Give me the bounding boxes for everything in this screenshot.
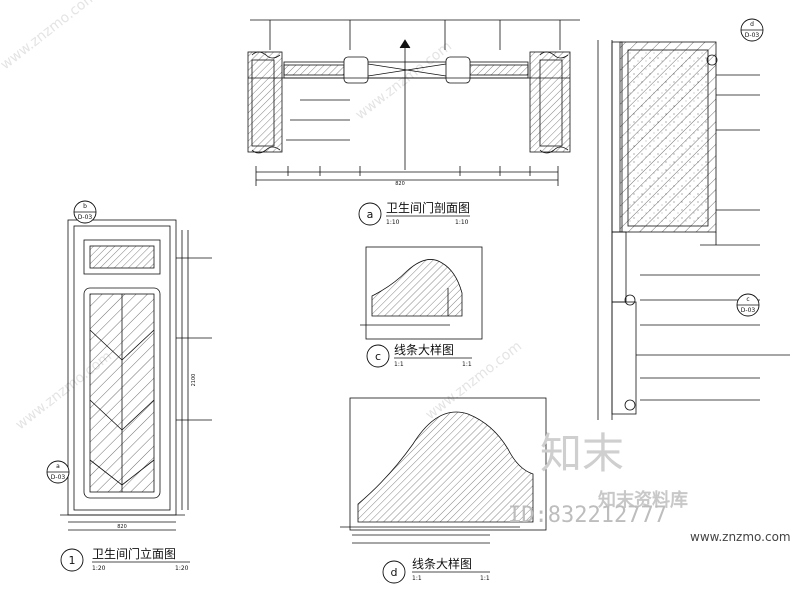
title-a-id: a <box>367 208 374 221</box>
title-c-id: c <box>375 350 381 363</box>
title-c-scale-right: 1:1 <box>462 361 472 368</box>
detail-view-d <box>340 397 547 544</box>
vertical-section-right <box>597 40 790 420</box>
callout-a-letter: a <box>56 463 60 470</box>
callout-c-letter: c <box>746 296 749 303</box>
title-d-text: 线条大样图 <box>412 556 472 571</box>
title-c-text: 线条大样图 <box>394 342 454 357</box>
callout-c-sheet: D-03 <box>741 307 756 314</box>
title-block-c: c 线条大样图 1:1 1:1 <box>366 342 472 368</box>
title-a-scale-left: 1:10 <box>386 219 400 226</box>
title-1-text: 卫生间门立面图 <box>92 546 176 561</box>
title-1-scale-left: 1:20 <box>92 565 106 572</box>
detail-view-c <box>360 246 483 340</box>
faint-watermark-1: www.znzmo.com <box>0 0 100 73</box>
callout-b-sheet: D-03 <box>78 214 93 221</box>
callout-c: c D-03 <box>736 293 760 317</box>
section-view-a <box>247 19 580 186</box>
title-d-scale-left: 1:1 <box>412 575 422 582</box>
title-a-text: 卫生间门剖面图 <box>386 200 470 215</box>
title-block-a: a 卫生间门剖面图 1:10 1:10 <box>358 200 470 226</box>
callout-a-sheet: D-03 <box>51 474 66 481</box>
callout-d-sheet: D-03 <box>745 32 760 39</box>
title-c-scale-left: 1:1 <box>394 361 404 368</box>
callout-a: a D-03 <box>46 460 70 484</box>
callout-d: d D-03 <box>740 18 764 42</box>
watermark: 知末 知末资料库 ID:832212777 www.znzmo.com <box>508 429 791 544</box>
watermark-brand: 知末资料库 <box>598 489 688 511</box>
elevation-height-dimension: 2100 <box>191 374 197 387</box>
title-d-scale-right: 1:1 <box>480 575 490 582</box>
title-block-d: d 线条大样图 1:1 1:1 <box>382 556 490 584</box>
watermark-id: ID:832212777 <box>508 503 667 528</box>
title-1-id: 1 <box>69 554 76 567</box>
watermark-url: www.znzmo.com <box>690 530 791 544</box>
callout-d-letter: d <box>750 21 754 28</box>
title-1-scale-right: 1:20 <box>175 565 189 572</box>
elevation-view-1 <box>60 219 212 531</box>
title-block-1: 1 卫生间门立面图 1:20 1:20 <box>60 546 190 572</box>
title-a-scale-right: 1:10 <box>455 219 469 226</box>
callout-b: b D-03 <box>73 200 97 224</box>
callout-b-letter: b <box>83 203 87 210</box>
section-total-dimension: 820 <box>395 181 405 187</box>
title-d-id: d <box>391 566 398 579</box>
watermark-logo: 知末 <box>540 429 624 478</box>
elevation-width-dimension: 820 <box>117 524 127 530</box>
